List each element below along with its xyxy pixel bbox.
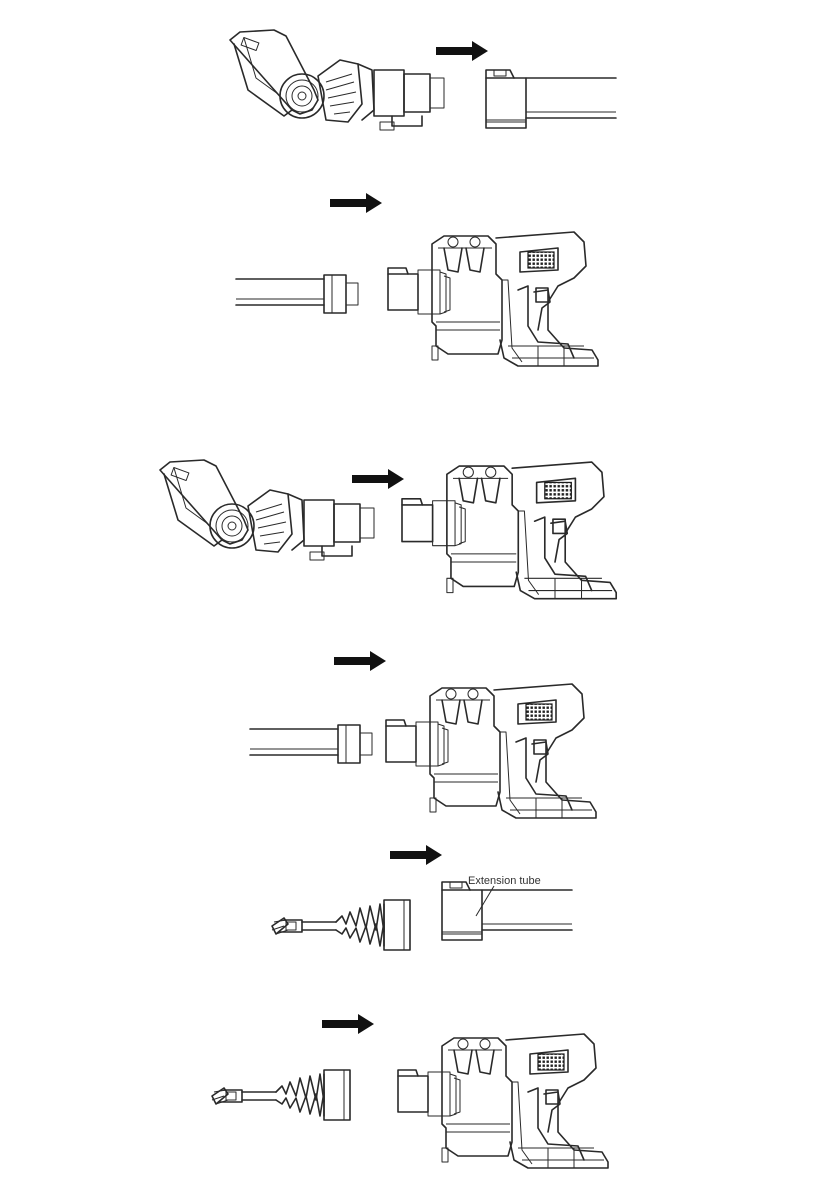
extension-tube-2 bbox=[236, 275, 358, 313]
arrow-6 bbox=[322, 1014, 374, 1034]
main-unit-4 bbox=[386, 684, 596, 818]
step-2 bbox=[236, 193, 598, 366]
extension-tube-5 bbox=[442, 882, 572, 940]
crevice-brush-6 bbox=[212, 1070, 350, 1120]
step-5: Extension tube bbox=[272, 845, 572, 950]
extension-tube-label: Extension tube bbox=[468, 875, 541, 887]
crevice-brush-5 bbox=[272, 900, 410, 950]
arrow-4 bbox=[334, 651, 386, 671]
step-3 bbox=[160, 460, 616, 599]
arrow-2 bbox=[330, 193, 382, 213]
step-6 bbox=[212, 1014, 608, 1168]
arrow-1 bbox=[436, 41, 488, 61]
arrow-3 bbox=[352, 469, 404, 489]
floor-brush-3 bbox=[160, 460, 374, 560]
floor-brush-1 bbox=[230, 30, 444, 130]
extension-tube-1 bbox=[486, 70, 616, 128]
step-1 bbox=[230, 30, 616, 130]
extension-tube-4 bbox=[250, 725, 372, 763]
main-unit-2 bbox=[388, 232, 598, 366]
main-unit-3 bbox=[402, 462, 616, 599]
arrow-5 bbox=[390, 845, 442, 865]
main-unit-6 bbox=[398, 1034, 608, 1168]
step-4 bbox=[250, 651, 596, 818]
